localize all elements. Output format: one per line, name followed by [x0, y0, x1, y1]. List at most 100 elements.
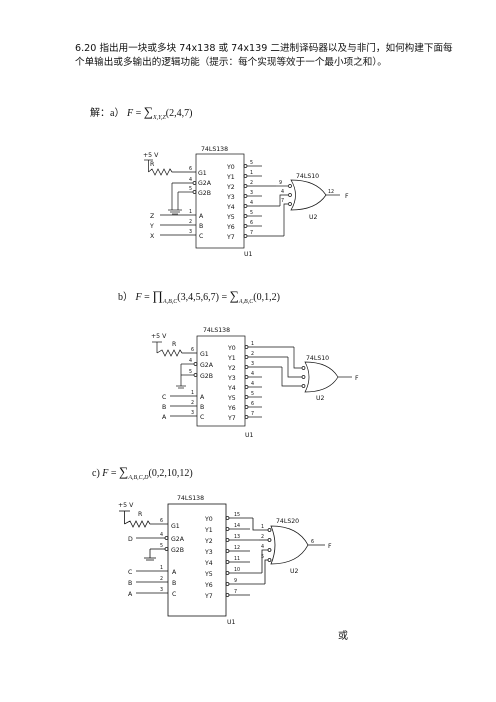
resistor	[124, 520, 168, 528]
chip-u1	[167, 503, 227, 617]
svg-text:Y6: Y6	[226, 224, 235, 231]
svg-text:G1: G1	[198, 170, 207, 177]
svg-text:1: 1	[250, 170, 253, 176]
svg-text:B: B	[172, 580, 176, 587]
svg-text:D: D	[128, 536, 133, 543]
output-f: F	[328, 543, 332, 550]
svg-text:U1: U1	[245, 432, 254, 439]
svg-text:1: 1	[261, 524, 264, 530]
unit-label: U1	[244, 251, 253, 258]
chip-u1	[196, 335, 246, 427]
svg-text:5: 5	[160, 543, 163, 549]
svg-text:C: C	[162, 394, 166, 401]
svg-text:9: 9	[279, 180, 282, 186]
or-text: 或	[338, 631, 348, 642]
svg-text:4: 4	[189, 177, 192, 183]
svg-text:1: 1	[251, 341, 254, 347]
svg-text:B: B	[128, 580, 132, 587]
gate-u2	[270, 525, 309, 565]
svg-text:C: C	[128, 569, 132, 576]
svg-text:2: 2	[261, 534, 264, 540]
svg-text:Y3: Y3	[204, 549, 213, 556]
svg-text:G2B: G2B	[200, 373, 213, 380]
svg-text:6: 6	[311, 539, 314, 545]
svg-text:6: 6	[250, 220, 253, 226]
svg-text:12: 12	[234, 545, 240, 551]
svg-text:4: 4	[160, 532, 163, 538]
svg-text:Y0: Y0	[204, 516, 213, 523]
svg-text:4: 4	[251, 371, 254, 377]
svg-text:3: 3	[251, 361, 254, 367]
svg-text:6: 6	[160, 518, 163, 524]
svg-text:74LS138: 74LS138	[177, 495, 204, 502]
svg-text:G2A: G2A	[171, 536, 185, 543]
svg-text:6: 6	[191, 347, 194, 353]
svg-text:Y0: Y0	[226, 164, 235, 171]
svg-text:15: 15	[234, 512, 240, 518]
svg-text:3: 3	[250, 190, 253, 196]
svg-text:1: 1	[160, 565, 163, 571]
svg-text:A: A	[162, 414, 167, 421]
svg-text:10: 10	[234, 567, 240, 573]
svg-text:7: 7	[250, 230, 253, 236]
gate-label: 74LS10	[296, 173, 319, 180]
svg-text:Y7: Y7	[226, 234, 235, 241]
chip-u1	[195, 153, 245, 249]
output-f: F	[355, 375, 359, 382]
svg-text:4: 4	[251, 381, 254, 387]
svg-text:U1: U1	[227, 619, 236, 626]
svg-text:7: 7	[251, 411, 254, 417]
svg-text:4: 4	[261, 544, 264, 550]
resistor	[156, 349, 197, 357]
gate-u2	[304, 361, 339, 393]
svg-text:5: 5	[250, 210, 253, 216]
svg-text:1: 1	[191, 390, 194, 396]
svg-text:2: 2	[251, 351, 254, 357]
svg-text:12: 12	[328, 189, 334, 195]
svg-text:4: 4	[281, 189, 284, 195]
svg-text:A: A	[128, 591, 133, 598]
svg-text:74LS20: 74LS20	[276, 518, 299, 525]
svg-text:U2: U2	[290, 568, 299, 575]
svg-text:3: 3	[189, 229, 192, 235]
svg-text:Y6: Y6	[204, 582, 213, 589]
svg-text:C: C	[200, 414, 204, 421]
svg-text:A: A	[199, 213, 204, 220]
supply-label: +5 V	[143, 152, 159, 159]
svg-text:Y6: Y6	[227, 405, 236, 412]
svg-text:13: 13	[234, 534, 240, 540]
output-f: F	[345, 193, 349, 200]
svg-text:3: 3	[160, 587, 163, 593]
svg-text:Y2: Y2	[226, 184, 235, 191]
equation-c: c) F = ∑A,B,C,D(0,2,10,12)	[92, 464, 193, 481]
svg-text:2: 2	[191, 400, 194, 406]
svg-text:U2: U2	[309, 214, 318, 221]
svg-text:G2A: G2A	[200, 362, 214, 369]
svg-text:3: 3	[191, 410, 194, 416]
svg-text:+5 V: +5 V	[118, 502, 134, 509]
svg-text:Y3: Y3	[227, 375, 236, 382]
svg-text:B: B	[199, 223, 203, 230]
svg-text:Y5: Y5	[226, 214, 235, 221]
problem-number: 6.20	[75, 43, 97, 54]
svg-text:A: A	[200, 394, 205, 401]
svg-text:Y1: Y1	[227, 355, 236, 362]
resistor-label: R	[150, 161, 155, 168]
svg-text:2: 2	[189, 219, 192, 225]
gate-u2	[290, 179, 327, 211]
svg-text:C: C	[199, 233, 203, 240]
svg-text:14: 14	[234, 523, 240, 529]
svg-text:Y4: Y4	[204, 560, 213, 567]
svg-text:6: 6	[189, 166, 192, 172]
svg-text:Y3: Y3	[226, 194, 235, 201]
svg-text:C: C	[172, 591, 176, 598]
svg-text:5: 5	[189, 369, 192, 375]
svg-text:Y: Y	[149, 223, 154, 230]
svg-text:Y5: Y5	[227, 395, 236, 402]
problem-statement: 6.20 指出用一块或多块 74x138 或 74x139 二进制译码器以及与非…	[75, 42, 455, 70]
svg-text:R: R	[138, 511, 143, 518]
svg-text:5: 5	[251, 391, 254, 397]
outputs-a: Y05 Y11 Y22 Y33 Y44 Y55 Y66 Y77	[226, 160, 284, 241]
